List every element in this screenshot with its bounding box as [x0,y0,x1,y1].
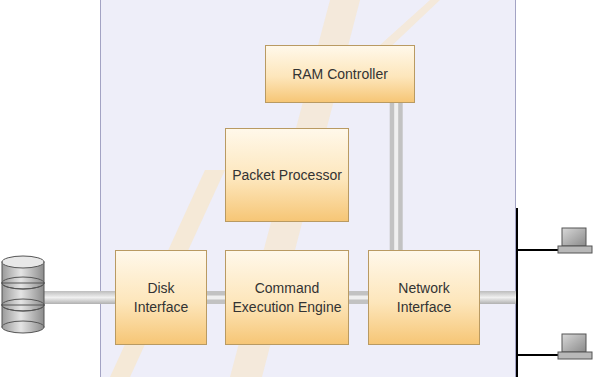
light-band [110,170,225,377]
process-box: Command Execution Engine [225,250,349,345]
box-label: Network Interface [369,275,479,321]
bus-pipe [349,297,368,298]
computer-icon [558,228,592,253]
network-line [517,354,560,356]
chip-panel [101,0,516,377]
process-box: RAM Controller [265,45,415,103]
bus-pipe [396,103,397,250]
bus-pipe [207,297,225,298]
computer-icon [558,334,592,359]
network-line [516,208,518,377]
box-label: Packet Processor [226,162,348,189]
box-label: Disk Interface [116,275,206,321]
box-label: RAM Controller [286,61,394,88]
box-label: Command Execution Engine [226,275,348,321]
network-line [517,249,560,251]
bus-pipe [477,291,517,304]
process-box: Packet Processor [225,128,349,222]
bus-pipe [40,291,116,304]
disk-stack-icon [2,256,44,333]
process-box: Disk Interface [115,250,207,345]
process-box: Network Interface [368,250,480,345]
